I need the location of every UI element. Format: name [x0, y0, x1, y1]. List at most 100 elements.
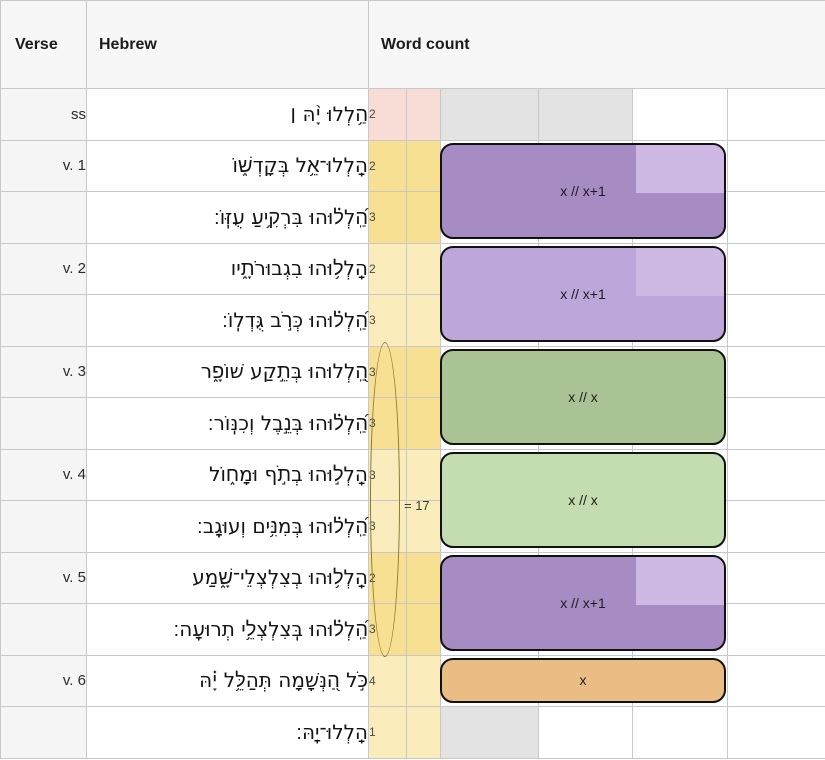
verse-label-cell [0, 500, 87, 553]
pattern-grid-cell [632, 706, 728, 759]
pattern-grid-cell [538, 139, 633, 192]
word-count-spacer-cell [406, 551, 441, 604]
pattern-grid-cell [726, 603, 825, 656]
pattern-grid-cell [538, 345, 633, 398]
verse-label-cell: v. 1 [0, 139, 87, 192]
word-count-cell: 2 [368, 88, 407, 141]
header-hebrew: Hebrew [86, 0, 369, 89]
pattern-grid-cell [538, 242, 633, 295]
pattern-grid-cell [538, 448, 633, 501]
table-row: הַֽ֝לְל֗וּהוּ כְּרֹ֣ב גֻּדְלֽוֹ׃3 [0, 294, 825, 347]
pattern-grid-cell [538, 500, 633, 553]
hebrew-text-cell: הַֽלְלוּ־אֵ֥ל בְּקָדְשׁ֑וֹ [86, 139, 369, 192]
word-count-spacer-cell [406, 397, 441, 450]
pattern-grid-cell [726, 345, 825, 398]
word-count-value: 3 [369, 467, 376, 482]
hebrew-text-cell: הַֽ֝לְל֗וּהוּ בְּֽצִלְצְלֵ֥י תְרוּעָֽה׃ [86, 603, 369, 656]
pattern-grid-cell [538, 88, 633, 141]
pattern-grid-cell [538, 603, 633, 656]
word-count-value: 3 [369, 622, 376, 637]
pattern-grid-cell [538, 706, 633, 759]
hebrew-text-cell: כֹּ֣ל הַ֭נְּשָׁמָה תְּהַלֵּ֥ל יָ֗הּ [86, 654, 369, 707]
pattern-grid-cell [440, 448, 539, 501]
verse-label-cell: v. 3 [0, 345, 87, 398]
word-count-cell: 3 [368, 448, 407, 501]
pattern-grid-cell [538, 191, 633, 244]
word-count-spacer-cell [406, 603, 441, 656]
verse-label-cell [0, 191, 87, 244]
pattern-grid-cell [632, 448, 728, 501]
word-count-cell: 2 [368, 551, 407, 604]
hebrew-text-cell: הַֽ֝לְל֗וּהוּ בְּנֵ֣בֶל וְכִנּֽוֹר׃ [86, 397, 369, 450]
pattern-grid-cell [632, 294, 728, 347]
header-word-count: Word count [367, 0, 825, 89]
word-count-spacer-cell [406, 706, 441, 759]
hebrew-text-cell: הַֽ֝לְל֗וּהוּ כְּרֹ֣ב גֻּדְלֽוֹ׃ [86, 294, 369, 347]
hebrew-text-cell: הַ֥לְלוּ יָ֨הּ ׀ [86, 88, 369, 141]
word-count-cell: 4 [368, 654, 407, 707]
pattern-grid-cell [632, 191, 728, 244]
word-count-value: 3 [369, 210, 376, 225]
pattern-grid-cell [726, 294, 825, 347]
table-row: הַֽ֝לְל֗וּהוּ בִּרְקִ֥יעַ עֻזּֽוֹ׃3 [0, 191, 825, 244]
pattern-grid-cell [726, 706, 825, 759]
pattern-grid-cell [632, 345, 728, 398]
table-header-row: Verse Hebrew Word count [0, 0, 825, 89]
hebrew-text-cell: הַֽ֝לְל֗וּהוּ בְּמִנִּ֥ים וְעוּגָֽב׃ [86, 500, 369, 553]
verse-label-cell [0, 294, 87, 347]
word-count-value: 3 [369, 416, 376, 431]
word-count-value: 2 [369, 107, 376, 122]
word-count-spacer-cell [406, 448, 441, 501]
pattern-grid-cell [632, 242, 728, 295]
word-count-value: 3 [369, 519, 376, 534]
pattern-grid-cell [440, 603, 539, 656]
pattern-grid-cell [440, 242, 539, 295]
pattern-grid-cell [726, 551, 825, 604]
word-count-cell: 3 [368, 191, 407, 244]
pattern-grid-cell [726, 448, 825, 501]
hebrew-text-cell: הַֽלְלוּ־יָֽהּ׃ [86, 706, 369, 759]
pattern-grid-cell [538, 397, 633, 450]
word-count-spacer-cell [406, 139, 441, 192]
word-count-cell: 3 [368, 397, 407, 450]
word-count-cell: 3 [368, 294, 407, 347]
pattern-grid-cell [440, 191, 539, 244]
table-row: הַֽ֝לְל֗וּהוּ בְּנֵ֣בֶל וְכִנּֽוֹר׃3 [0, 397, 825, 450]
pattern-grid-cell [726, 139, 825, 192]
pattern-grid-cell [440, 345, 539, 398]
verse-label-cell: v. 6 [0, 654, 87, 707]
verse-label-cell [0, 397, 87, 450]
pattern-grid-cell [632, 603, 728, 656]
pattern-grid-cell [440, 500, 539, 553]
pattern-grid-cell [726, 191, 825, 244]
word-count-spacer-cell [406, 345, 441, 398]
hebrew-text-cell: הַֽלְל֥וּהוּ בְצִלְצְלֵי־שָׁ֑מַע [86, 551, 369, 604]
word-count-cell: 1 [368, 706, 407, 759]
pattern-grid-cell [538, 294, 633, 347]
pattern-grid-cell [726, 654, 825, 707]
word-count-cell: 2 [368, 139, 407, 192]
word-count-value: 2 [369, 261, 376, 276]
pattern-grid-cell [632, 551, 728, 604]
hebrew-text-cell: הַֽלְל֥וּהוּ בִגְבוּרֹתָ֑יו [86, 242, 369, 295]
word-count-spacer-cell [406, 294, 441, 347]
word-count-value: 3 [369, 364, 376, 379]
pattern-grid-cell [440, 88, 539, 141]
verse-label-cell: v. 4 [0, 448, 87, 501]
pattern-grid-cell [632, 88, 728, 141]
pattern-grid-cell [726, 88, 825, 141]
verse-label-cell: ss [0, 88, 87, 141]
word-count-spacer-cell [406, 500, 441, 553]
hebrew-text-cell: הַֽ֭לְלוּהוּ בְּתֵ֣קַע שׁוֹפָ֑ר [86, 345, 369, 398]
word-count-cell: 3 [368, 500, 407, 553]
pattern-grid-cell [726, 242, 825, 295]
